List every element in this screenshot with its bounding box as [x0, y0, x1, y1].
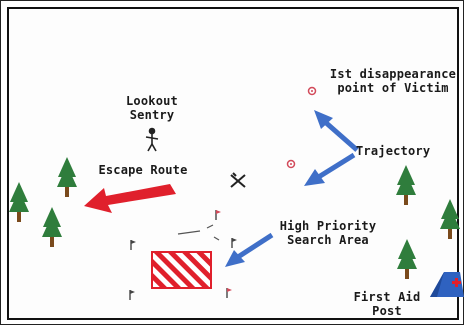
sentry-figure-icon: [145, 127, 159, 152]
tree-icon: [57, 157, 77, 197]
tree-left-1: [9, 182, 29, 222]
point-marker-icon: [286, 159, 296, 169]
ground-marks: [177, 224, 220, 241]
diagram-inner-frame: [7, 7, 459, 320]
tree-icon: [42, 207, 62, 247]
trajectory-label: Trajectory: [356, 144, 431, 158]
tree-icon: [9, 182, 29, 222]
flag-icon: [226, 288, 232, 298]
escape-route-arrow: [84, 184, 176, 213]
lookout-sentry-label: Lookout Sentry: [126, 94, 178, 122]
trajectory-arrow-up: [314, 110, 359, 152]
tree-left-3: [42, 207, 62, 247]
flag-icon: [130, 240, 136, 250]
search-area-arrow: [225, 232, 274, 267]
tree-right-2: [440, 199, 460, 239]
high-priority-search-area-label: High Priority Search Area: [279, 219, 377, 247]
tree-icon: [440, 199, 460, 239]
trajectory-arrow-down: [304, 152, 356, 186]
tree-right-1: [396, 165, 416, 205]
point-marker-icon: [307, 86, 317, 96]
flag-icon: [231, 238, 237, 248]
tree-right-3: [397, 239, 417, 279]
tree-icon: [396, 165, 416, 205]
flag-icon: [129, 290, 135, 300]
high-priority-search-area: [151, 251, 212, 289]
flag-icon: [215, 210, 221, 220]
tent-icon: [430, 272, 464, 297]
tree-icon: [397, 239, 417, 279]
first-disappearance-label: Ist disappearance point of Victim: [329, 67, 457, 95]
first-aid-post-label: First Aid Post: [353, 290, 421, 318]
tree-left-2: [57, 157, 77, 197]
crossed-tools-icon: [230, 172, 246, 188]
escape-route-label: Escape Route: [98, 163, 188, 177]
